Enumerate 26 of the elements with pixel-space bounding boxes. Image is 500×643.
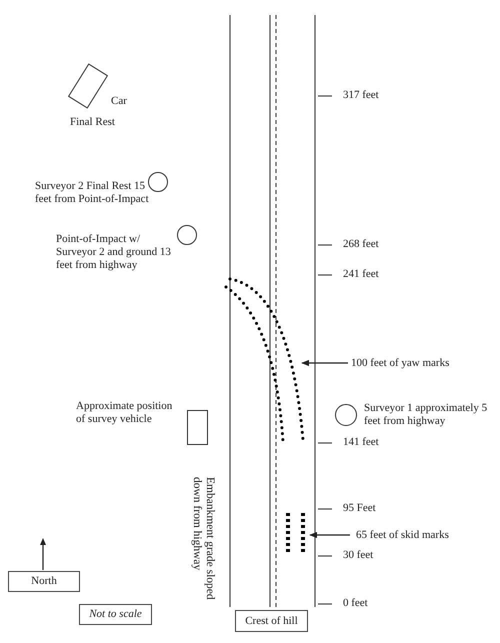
distance-label: 30 feet	[343, 549, 374, 562]
leader-arrow	[309, 532, 350, 538]
embankment-note: Embankment grade sloped down from highway	[190, 477, 216, 602]
distance-label: 141 feet	[343, 436, 379, 449]
distance-label: 317 feet	[343, 89, 379, 102]
callout-text: 100 feet of yaw marks	[351, 357, 450, 370]
callout-text: 65 feet of skid marks	[356, 529, 449, 542]
leader-arrow	[301, 360, 348, 366]
distance-label: 241 feet	[343, 268, 379, 281]
distance-label: 95 Feet	[343, 502, 376, 515]
impact-circle	[177, 225, 197, 245]
position-note: Point-of-Impact w/ Surveyor 2 and ground 13 feet from highway	[56, 233, 172, 272]
surveyor-circle	[148, 172, 168, 192]
position-note: Surveyor 2 Final Rest 15 feet from Point-of-Impact	[35, 180, 150, 206]
position-note: Approximate position of survey vehicle	[76, 400, 174, 426]
vehicle-rectangle	[187, 410, 208, 445]
distance-label: 0 feet	[343, 597, 368, 610]
label-box: North	[8, 571, 80, 592]
final-rest-label: Final Rest	[70, 116, 115, 129]
position-note: Surveyor 1 approximately 5 feet from highway	[364, 402, 488, 428]
surveyor-circle	[335, 404, 357, 426]
distance-label: 268 feet	[343, 238, 379, 251]
car-icon	[68, 64, 108, 108]
note-box: Not to scale	[79, 604, 152, 625]
label-box: Crest of hill	[235, 610, 308, 632]
car-label: Car	[111, 95, 127, 108]
